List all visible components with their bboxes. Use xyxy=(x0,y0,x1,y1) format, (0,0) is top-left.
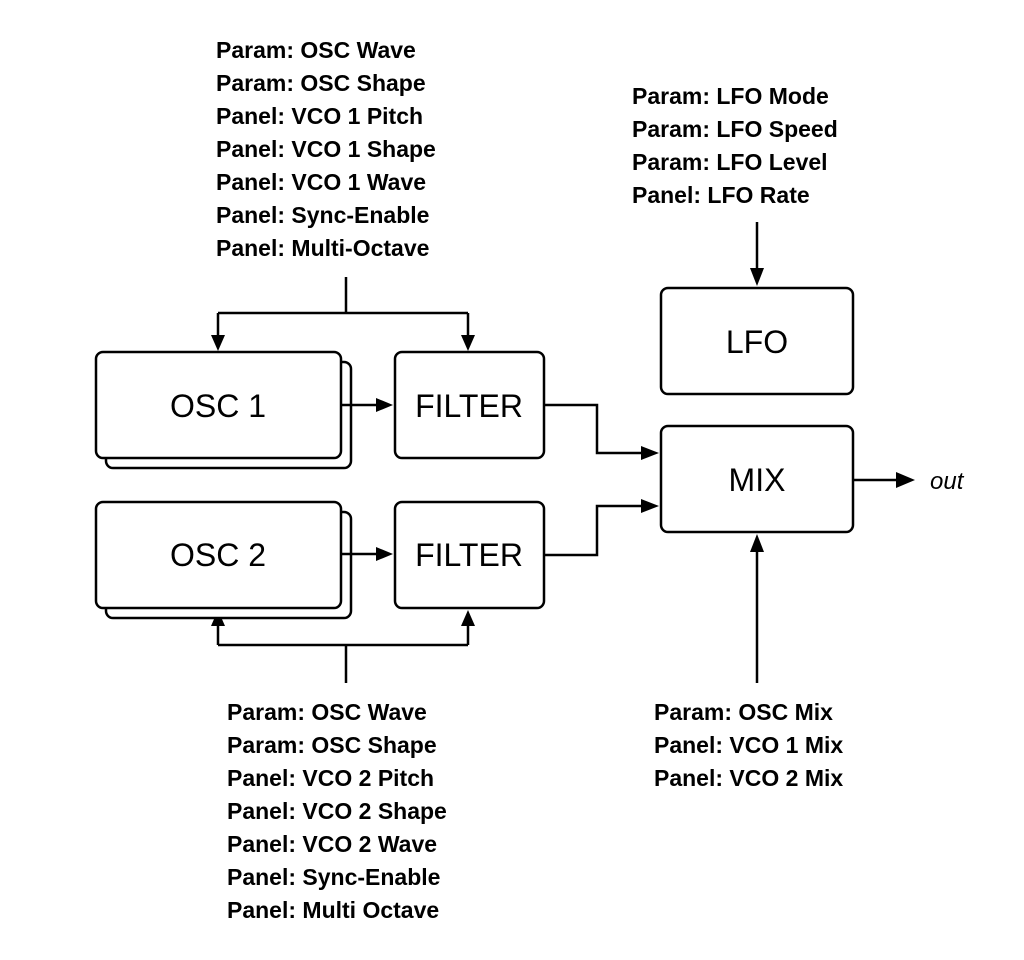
filter1-to-mix-wire xyxy=(544,403,643,455)
filter2-to-mix-arrow-icon xyxy=(641,499,659,513)
param-item: Panel: VCO 1 Pitch xyxy=(216,103,424,129)
top-fan-wire xyxy=(216,277,470,337)
param-item: Param: OSC Shape xyxy=(216,70,426,96)
param-item: Panel: Multi-Octave xyxy=(216,235,430,261)
param-item: Param: OSC Wave xyxy=(216,37,416,63)
arrow-to-filter2-icon xyxy=(461,610,475,626)
param-item: Param: OSC Mix xyxy=(654,699,833,725)
arrow-to-filter1-icon xyxy=(461,335,475,351)
param-item: Panel: Sync-Enable xyxy=(227,864,441,890)
filter2-block: FILTER xyxy=(393,500,546,610)
param-item: Param: OSC Shape xyxy=(227,732,437,758)
lfo-param-list: Param: LFO Mode Param: LFO Speed Param: … xyxy=(632,80,838,212)
bottom-params-connector xyxy=(211,610,475,683)
param-item: Panel: VCO 2 Pitch xyxy=(227,765,435,791)
param-item: Panel: LFO Rate xyxy=(632,182,810,208)
arrow-to-lfo-icon xyxy=(750,268,764,286)
osc2-filter2-param-list: Param: OSC Wave Param: OSC Shape Panel: … xyxy=(227,696,447,927)
param-item: Param: OSC Wave xyxy=(227,699,427,725)
osc1-to-filter1-arrow-icon xyxy=(376,398,393,412)
param-item: Panel: Multi Octave xyxy=(227,897,440,923)
param-item: Panel: Sync-Enable xyxy=(216,202,430,228)
osc2-block: OSC 2 xyxy=(94,500,353,620)
param-item: Param: LFO Mode xyxy=(632,83,829,109)
lfo-block: LFO xyxy=(659,286,855,396)
param-item: Panel: VCO 2 Wave xyxy=(227,831,438,857)
osc2-to-filter2-arrow-icon xyxy=(376,547,393,561)
filter1-label: FILTER xyxy=(415,388,523,424)
param-item: Panel: VCO 1 Mix xyxy=(654,732,844,758)
param-item: Param: LFO Level xyxy=(632,149,828,175)
filter2-label: FILTER xyxy=(415,537,523,573)
param-item: Param: LFO Speed xyxy=(632,116,838,142)
arrow-to-mix-icon xyxy=(750,534,764,552)
filter1-to-mix-arrow-icon xyxy=(641,446,659,460)
mix-label: MIX xyxy=(729,462,786,498)
output-arrow-icon xyxy=(896,472,915,488)
param-item: Panel: VCO 2 Mix xyxy=(654,765,844,791)
param-item: Panel: VCO 1 Shape xyxy=(216,136,436,162)
osc2-label: OSC 2 xyxy=(170,537,266,573)
mix-block: MIX xyxy=(659,424,855,534)
lfo-label: LFO xyxy=(726,324,788,360)
param-item: Panel: VCO 2 Shape xyxy=(227,798,447,824)
bottom-fan-wire xyxy=(216,624,470,683)
filter1-block: FILTER xyxy=(393,350,546,460)
filter2-to-mix-wire xyxy=(544,504,643,557)
osc1-filter1-param-list: Param: OSC Wave Param: OSC Shape Panel: … xyxy=(216,34,436,265)
mix-param-list: Param: OSC Mix Panel: VCO 1 Mix Panel: V… xyxy=(654,696,843,795)
lfo-block-box xyxy=(659,286,855,396)
top-params-connector xyxy=(211,277,475,351)
arrow-to-osc1-icon xyxy=(211,335,225,351)
param-item: Panel: VCO 1 Wave xyxy=(216,169,427,195)
osc1-label: OSC 1 xyxy=(170,388,266,424)
output-label: out xyxy=(930,468,965,495)
osc1-block: OSC 1 xyxy=(94,350,353,470)
